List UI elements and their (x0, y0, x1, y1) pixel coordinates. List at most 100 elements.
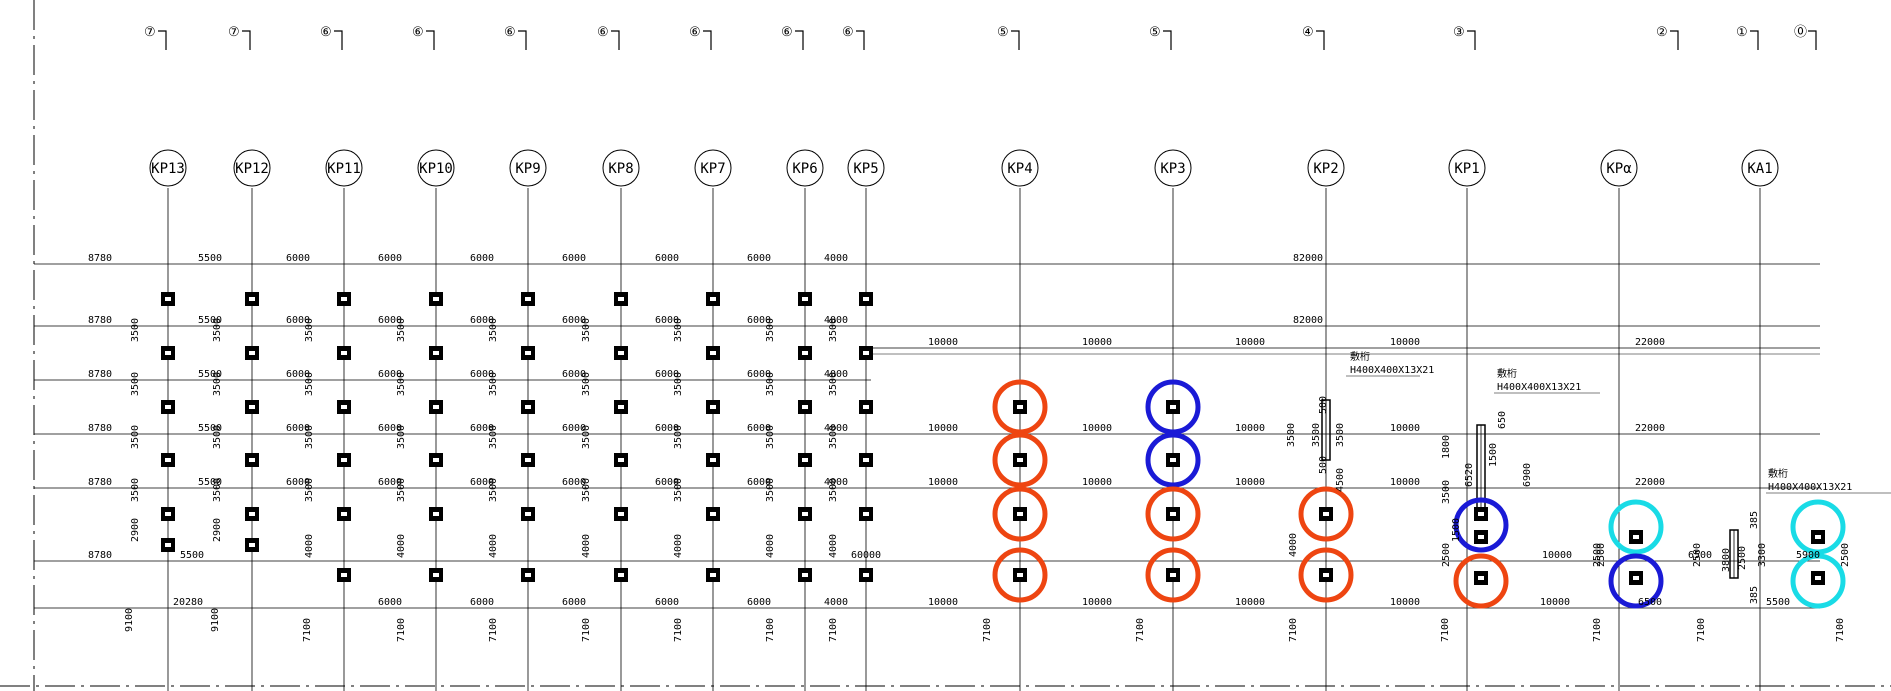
dimension-label: 10000 (1235, 477, 1265, 488)
beam-annotation: 敷桁 (1768, 467, 1788, 480)
dimension-label: 6000 (747, 477, 771, 488)
section-arrow (1670, 30, 1679, 50)
vertical-dimension-label: 3500 (130, 478, 141, 502)
vertical-dimension-label: 3500 (1311, 423, 1322, 447)
dimension-label: 10000 (1390, 477, 1420, 488)
dimension-label: 6000 (286, 369, 310, 380)
pier-marker-hole (710, 573, 716, 577)
vertical-dimension-label: 3500 (673, 372, 684, 396)
pier-marker-hole (1478, 535, 1484, 539)
pier-marker-hole (525, 512, 531, 516)
vertical-dimension-label: 3500 (212, 478, 223, 502)
vertical-dimension-label: 3500 (304, 425, 315, 449)
beam-annotation: 敷桁 (1350, 350, 1370, 363)
vertical-dimension-label: 3500 (396, 372, 407, 396)
vertical-dimension-label: 4000 (765, 534, 776, 558)
dimension-label: 10000 (1235, 423, 1265, 434)
beam-annotation: H400X400X13X21 (1768, 482, 1852, 493)
pier-marker-hole (863, 573, 869, 577)
dimension-label: 10000 (1082, 597, 1112, 608)
pier-marker-hole (1478, 576, 1484, 580)
axis-bubble (847, 149, 885, 187)
section-marker: ④ (1302, 25, 1314, 40)
section-marker: ③ (1453, 25, 1465, 40)
section-arrow (1011, 30, 1020, 50)
dimension-label: 6000 (286, 315, 310, 326)
section-arrow (1750, 30, 1759, 50)
vertical-dimension-label: 3500 (828, 318, 839, 342)
pier-marker-hole (165, 458, 171, 462)
dimension-label: 5500 (198, 315, 222, 326)
dimension-label: 6000 (378, 423, 402, 434)
vertical-dimension-label: 7100 (673, 618, 684, 642)
dimension-label: 6000 (378, 477, 402, 488)
dimension-label: 4000 (824, 315, 848, 326)
axis-label: KA1 (1747, 161, 1772, 177)
dimension-label: 10000 (1542, 550, 1572, 561)
vertical-dimension-label: 3500 (130, 372, 141, 396)
section-arrow (334, 30, 343, 50)
axis-label: KP8 (608, 161, 633, 177)
pier-marker-hole (710, 351, 716, 355)
vertical-dimension-label: 3500 (1335, 423, 1346, 447)
dimension-label: 8780 (88, 315, 112, 326)
vertical-dimension-label: 4000 (304, 534, 315, 558)
vertical-dimension-label: 4500 (1335, 468, 1346, 492)
axis-bubble (1741, 149, 1779, 187)
section-arrow (426, 30, 435, 50)
vertical-dimension-label: 3500 (212, 372, 223, 396)
pier-marker-hole (1017, 458, 1023, 462)
vertical-dimension-label: 3500 (212, 318, 223, 342)
vertical-dimension-label: 3500 (765, 318, 776, 342)
dimension-label: 6000 (747, 597, 771, 608)
highlight-circle-cyan (1608, 499, 1664, 555)
pier-marker-hole (802, 512, 808, 516)
highlight-circle-red (992, 432, 1048, 488)
section-marker: ② (1656, 25, 1668, 40)
vertical-dimension-label: 2900 (212, 518, 223, 542)
vertical-dimension-label: 3500 (765, 425, 776, 449)
highlight-circle-blue (1608, 553, 1664, 609)
dimension-label: 10000 (1235, 337, 1265, 348)
dimension-label: 82000 (1293, 315, 1323, 326)
section-marker: ① (1736, 25, 1748, 40)
vertical-dimension-label: 385 (1749, 511, 1760, 529)
dimension-label: 6000 (470, 369, 494, 380)
vertical-dimension-label: 3500 (673, 318, 684, 342)
axis-bubble (1001, 149, 1039, 187)
dimension-label: 22000 (1635, 337, 1665, 348)
section-marker: ⑥ (412, 25, 424, 40)
section-marker: ⑥ (597, 25, 609, 40)
axis-label: KP7 (700, 161, 725, 177)
dimension-label: 6000 (747, 369, 771, 380)
dimension-label: 6000 (470, 423, 494, 434)
pier-marker-hole (802, 573, 808, 577)
dimension-label: 6000 (655, 423, 679, 434)
vertical-dimension-label: 3500 (396, 318, 407, 342)
vertical-dimension-label: 4000 (828, 534, 839, 558)
highlight-circle-red (1298, 547, 1354, 603)
highlight-circle-cyan (1790, 553, 1846, 609)
pier-marker-hole (165, 405, 171, 409)
dimension-lines (34, 263, 1891, 609)
axis-label: KP6 (792, 161, 817, 177)
vertical-dimension-label: 7100 (581, 618, 592, 642)
axis-bubble (786, 149, 824, 187)
axis-label: KPα (1606, 161, 1632, 177)
vertical-dimension-label: 650 (1497, 411, 1508, 429)
dimension-label: 5500 (1766, 597, 1790, 608)
pier-marker-hole (249, 351, 255, 355)
dimension-label: 8780 (88, 253, 112, 264)
axis-label: KP4 (1007, 161, 1032, 177)
pier-marker-hole (165, 512, 171, 516)
vertical-dimension-label: 7100 (1835, 618, 1846, 642)
dimension-label: 20280 (173, 597, 203, 608)
dimension-label: 10000 (1390, 423, 1420, 434)
dimension-label: 5500 (198, 253, 222, 264)
section-marker: ⑥ (842, 25, 854, 40)
beam-annotation: H400X400X13X21 (1497, 382, 1581, 393)
vertical-dimension-label: 2500 (1840, 543, 1851, 567)
pier-marker-hole (1478, 512, 1484, 516)
vertical-dimension-label: 3500 (828, 478, 839, 502)
section-arrow (703, 30, 712, 50)
